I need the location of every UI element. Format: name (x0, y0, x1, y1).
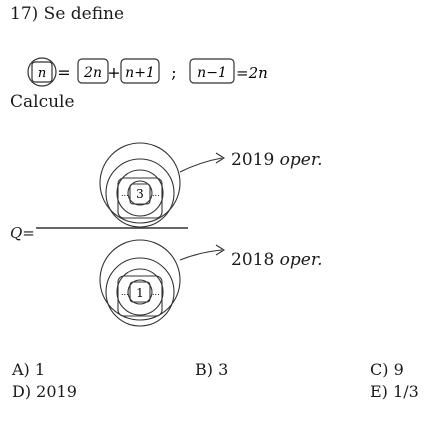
def-base-value: =2n (236, 64, 268, 82)
top-nested-operators (99, 142, 226, 228)
option-a: A) 1 (12, 360, 45, 379)
top-dots-left: ... (121, 189, 129, 198)
def-op2-var: n+1 (125, 65, 155, 81)
top-count-number: 2019 (231, 150, 275, 170)
bottom-dots-right: ... (152, 288, 160, 297)
def-base-var: n−1 (197, 65, 227, 81)
def-lhs-var: n (38, 66, 46, 81)
bottom-operation-count: 2018 oper. (231, 250, 323, 270)
bottom-nested-operators (99, 239, 226, 327)
top-dots-right: ... (152, 189, 160, 198)
box-n-minus-1-icon (189, 58, 235, 84)
circle-operator-icon (27, 57, 57, 87)
calcule-label: Calcule (10, 92, 75, 112)
def-separator: ; (171, 63, 176, 82)
square-box-icon (31, 61, 53, 83)
option-b-value: 3 (218, 360, 229, 379)
top-count-word: oper. (279, 150, 323, 170)
definition-line (27, 57, 235, 87)
top-operation-count: 2019 oper. (231, 150, 323, 170)
option-d-value: 2019 (36, 382, 77, 401)
bottom-count-word: oper. (279, 250, 323, 270)
option-d-letter: D) (12, 382, 32, 401)
option-c: C) 9 (370, 360, 404, 379)
option-e-value: 1/3 (393, 382, 419, 401)
q-label: Q= (10, 224, 35, 242)
bottom-count-number: 2018 (231, 250, 275, 270)
problem-title: 17) Se define (10, 4, 125, 24)
box-2n-icon (77, 58, 109, 84)
def-op1-var: 2n (83, 65, 102, 81)
option-b: B) 3 (195, 360, 228, 379)
option-b-letter: B) (195, 360, 213, 379)
option-d: D) 2019 (12, 382, 77, 401)
def-plus: + (107, 63, 120, 82)
bottom-dots-left: ... (121, 288, 129, 297)
def-equals: = (57, 63, 70, 82)
option-a-letter: A) (12, 360, 30, 379)
option-e: E) 1/3 (370, 382, 419, 401)
option-e-letter: E) (370, 382, 388, 401)
top-inner-value: 3 (136, 187, 144, 201)
bottom-inner-value: 1 (136, 286, 144, 300)
option-a-value: 1 (34, 360, 46, 379)
option-c-letter: C) (370, 360, 389, 379)
box-n-plus-1-icon (120, 58, 160, 84)
option-c-value: 9 (393, 360, 404, 379)
